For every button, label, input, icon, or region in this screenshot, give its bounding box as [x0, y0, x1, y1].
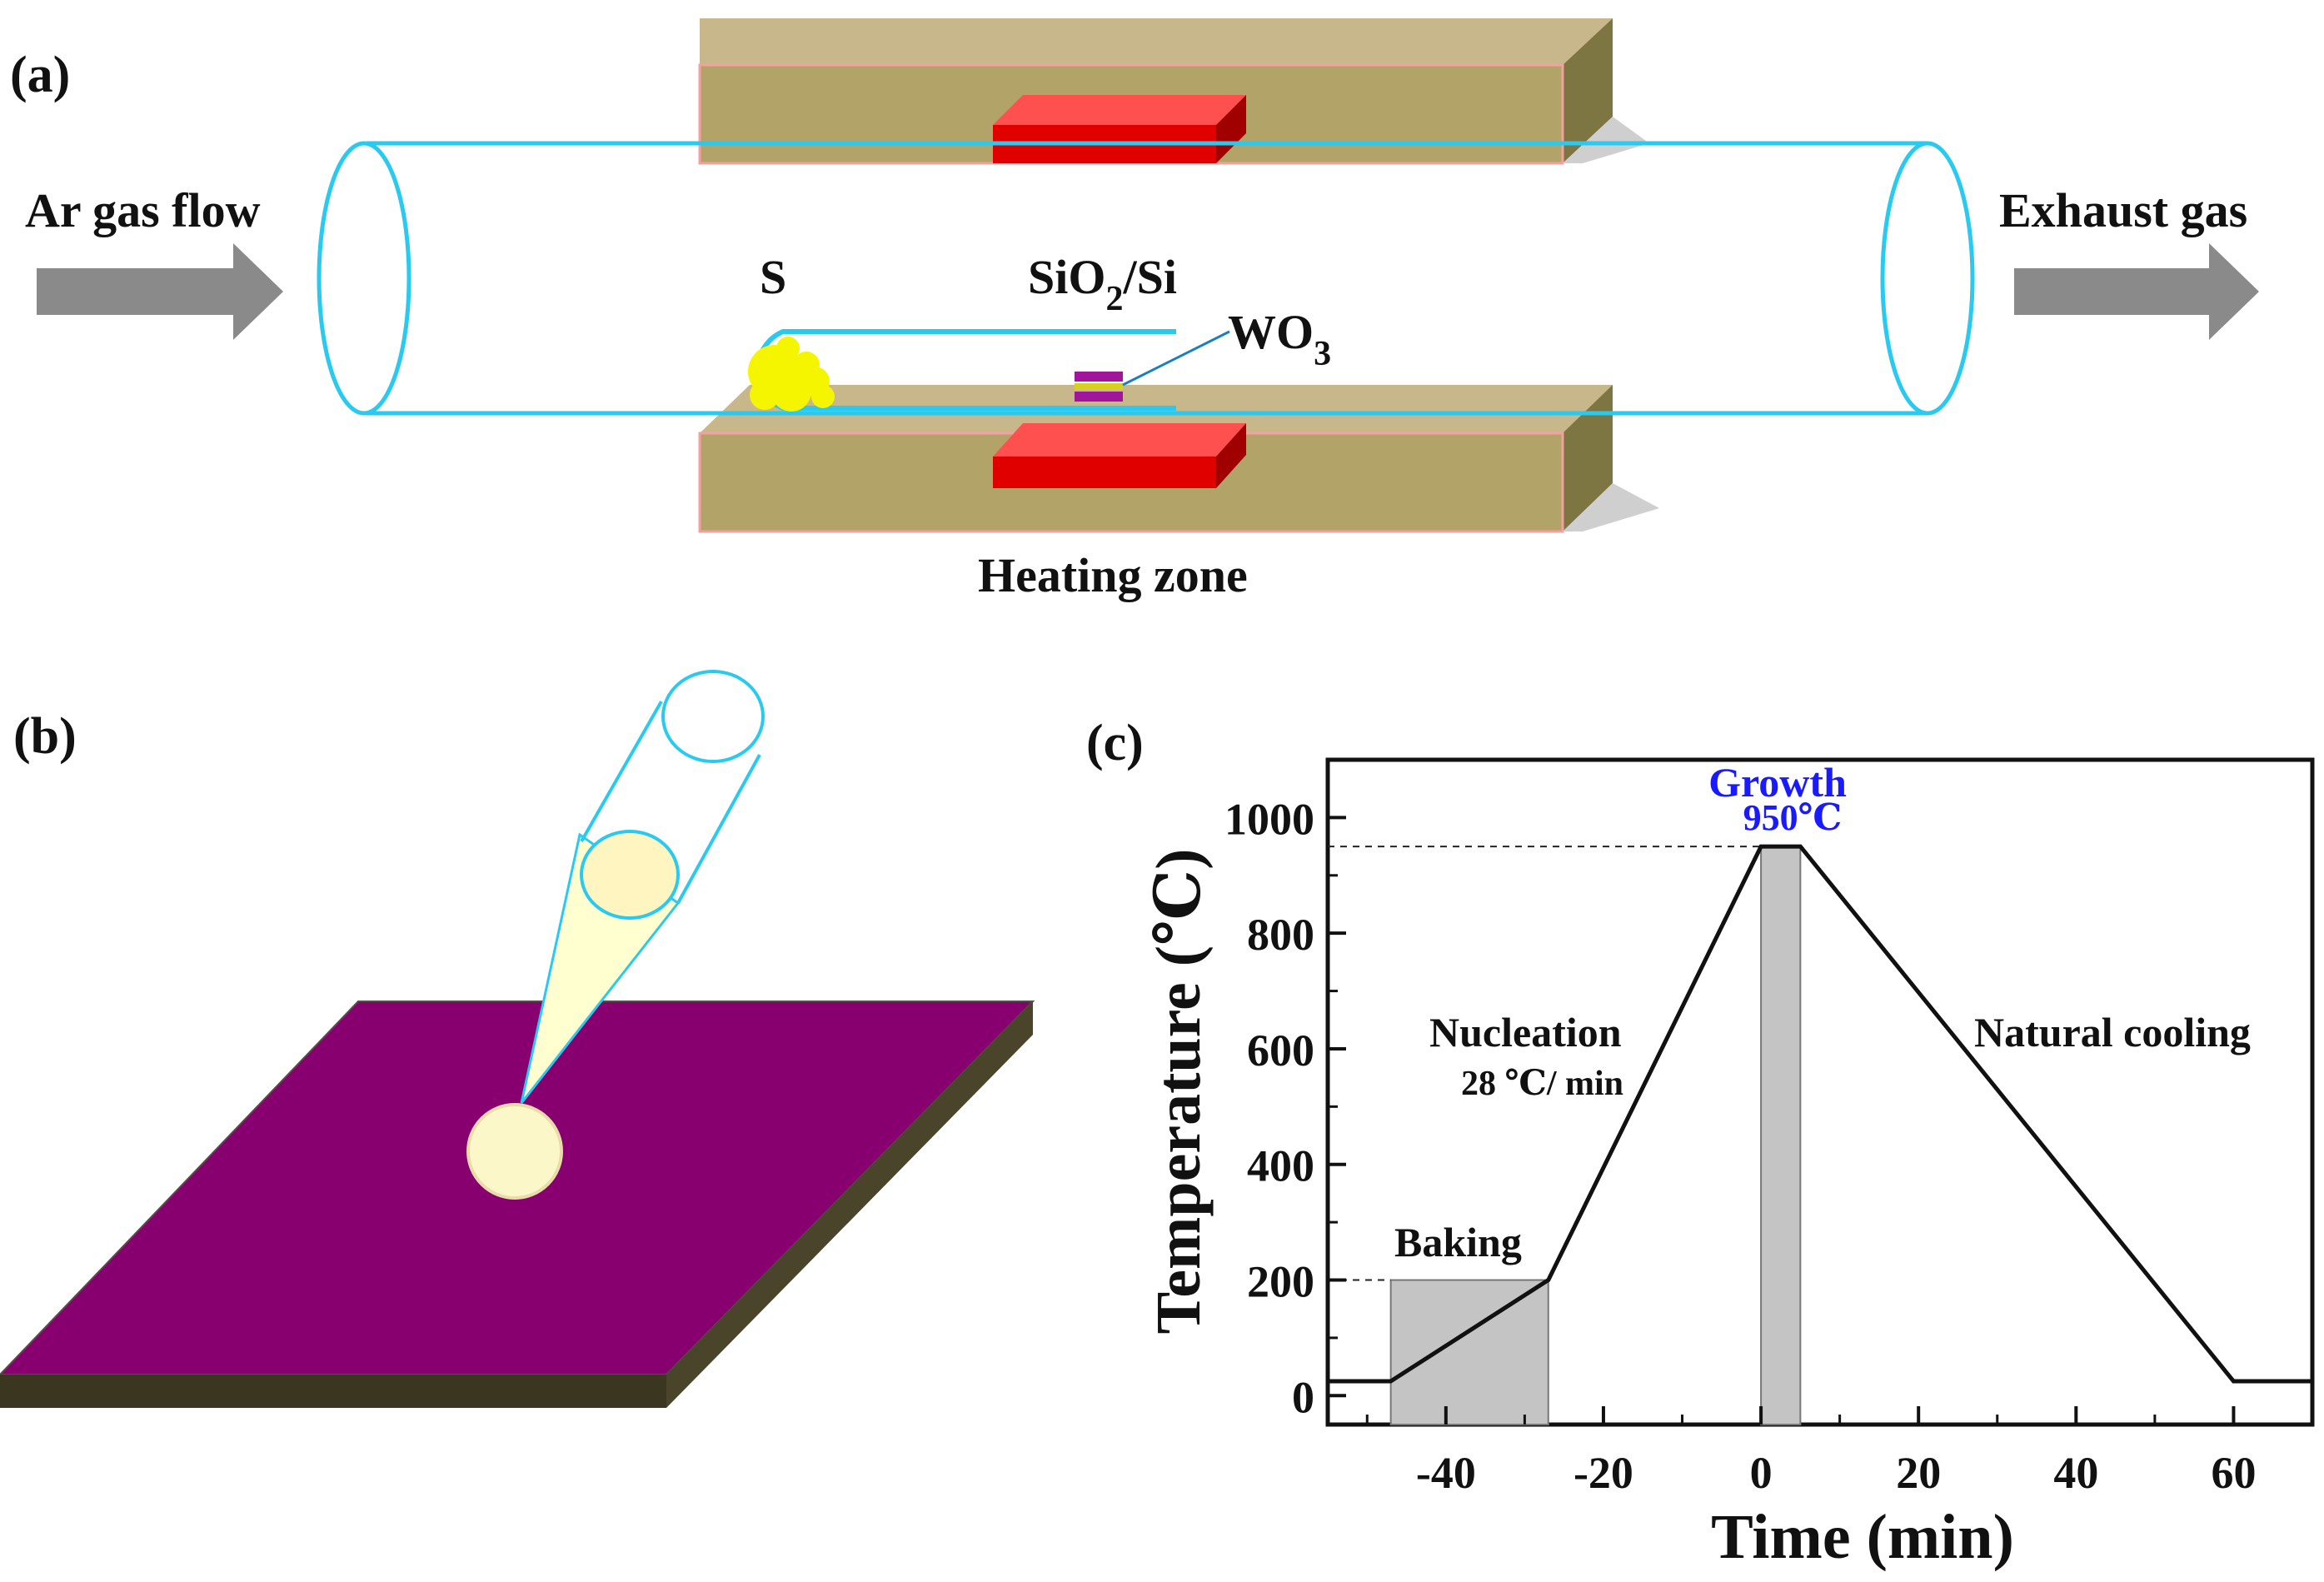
growth-temp-label: 950℃	[1743, 797, 1843, 838]
shaded-region-0	[1389, 1279, 1549, 1425]
reference-lines	[1328, 846, 1762, 1281]
outlet-arrow	[2014, 243, 2259, 340]
x-tick-label--20: -20	[1573, 1448, 1633, 1498]
cooling-label: Natural cooling	[1974, 1009, 2251, 1055]
panel-a: (a)	[10, 18, 2259, 602]
panel-a-tag: (a)	[10, 47, 70, 103]
growth-label: Growth	[1708, 759, 1847, 806]
tube-outlet-end	[1880, 141, 1975, 416]
sulfur-label: S	[760, 250, 786, 304]
nucleation-label: Nucleation	[1429, 1009, 1622, 1055]
y-tick-label-1000: 1000	[1224, 794, 1314, 844]
light-spot	[466, 1103, 563, 1200]
y-tick-label-200: 200	[1247, 1257, 1314, 1307]
x-tick-label-20: 20	[1896, 1448, 1941, 1498]
outlet-label: Exhaust gas	[1999, 183, 2247, 237]
y-tick-label-800: 800	[1247, 910, 1314, 960]
baking-label: Baking	[1394, 1219, 1522, 1265]
purple-substrate-plate	[0, 1001, 1035, 1408]
inlet-arrow	[37, 243, 283, 340]
tube-inlet-end	[317, 141, 411, 416]
panel-c: (c) 0 200 400 600 800 1000 -40 -20 0 20 40 60 Time…	[1086, 715, 2315, 1572]
y-tick-label-0: 0	[1292, 1372, 1314, 1422]
x-tick-label-60: 60	[2211, 1448, 2256, 1498]
x-axis-label: Time (min)	[1711, 1502, 2014, 1572]
shaded-region-1	[1760, 846, 1802, 1425]
substrate-label: SiO2/Si	[1028, 250, 1177, 318]
plot-frame	[1325, 757, 2315, 1427]
bottom-furnace-block	[698, 385, 1659, 533]
precursor-label: WO3	[1228, 305, 1331, 373]
substrate-stack	[1075, 372, 1123, 402]
rate-label: 28 ℃/ min	[1461, 1065, 1623, 1103]
top-heater	[993, 95, 1246, 163]
y-tick-label-400: 400	[1247, 1141, 1314, 1191]
heating-zone-label: Heating zone	[978, 548, 1248, 602]
y-axis-label: Temperature (℃)	[1144, 849, 1214, 1335]
shaded-regions	[1389, 846, 1802, 1425]
objective-tube	[580, 670, 765, 904]
y-tick-label-600: 600	[1247, 1026, 1314, 1075]
panel-b-tag: (b)	[13, 708, 77, 765]
precursor-pointer	[1122, 330, 1230, 387]
x-tick-label-40: 40	[2053, 1448, 2098, 1498]
light-beam	[520, 830, 681, 1104]
x-tick-label--40: -40	[1416, 1448, 1476, 1498]
y-axis-ticks: 0 200 400 600 800 1000	[1224, 794, 1346, 1422]
inlet-label: Ar gas flow	[25, 183, 261, 237]
x-tick-label-0: 0	[1750, 1448, 1773, 1498]
panel-b: (b)	[0, 670, 1035, 1408]
x-axis-ticks: -40 -20 0 20 40 60	[1365, 1406, 2314, 1498]
temperature-profile-line	[1328, 844, 2312, 1384]
panel-c-tag: (c)	[1086, 715, 1144, 771]
bottom-heater	[993, 423, 1246, 488]
sulfur-powder	[748, 337, 835, 412]
